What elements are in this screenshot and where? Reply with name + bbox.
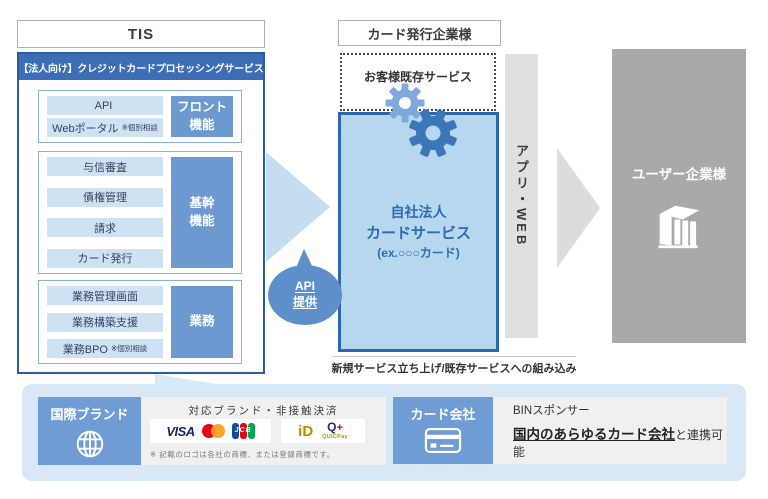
service-row-receivables: 債権管理 (47, 187, 163, 207)
api-provide-label: API 提供 (292, 279, 317, 309)
row-label: API (94, 99, 113, 112)
caption: 新規サービス立ち上げ/既存サービスへの組み込み (331, 363, 577, 375)
row-label: 請求 (94, 222, 116, 235)
row-note: ※個別相談 (121, 123, 158, 132)
bin-sponsor-detail: 国内のあらゆるカード会社と連携可能 (513, 426, 724, 459)
front-functions-group: API Webポータル ※個別相談 フロント 機能 (38, 90, 242, 143)
row-label: カード発行 (77, 253, 133, 266)
existing-service-box: お客様既存サービス (340, 53, 496, 111)
own-card-service-box: 自社法人 カードサービス (ex.○○○カード) (338, 112, 499, 352)
tis-service-box: 【法人向け】クレジットカードプロセッシングサービス API Webポータル ※個… (17, 52, 265, 374)
tis-service-header: 【法人向け】クレジットカードプロセッシングサービス (19, 54, 264, 80)
service-line: カードサービス (365, 225, 471, 242)
bin-panel: BINスポンサー 国内のあらゆるカード会社と連携可能 (493, 397, 727, 464)
id-logo: iD (298, 422, 314, 440)
core-functions-label: 基幹 機能 (171, 157, 233, 268)
user-company-box: ユーザー企業様 (612, 49, 746, 343)
jcb-logo: JCB (231, 423, 255, 439)
row-label: 業務管理画面 (72, 290, 138, 303)
user-company-title: ユーザー企業様 (631, 167, 727, 182)
building-icon (658, 205, 700, 249)
service-row-ops-build: 業務構築支援 (47, 312, 163, 332)
service-row-ops-bpo: 業務BPO ※個別相談 (47, 339, 163, 358)
bin-sponsor-label: BINスポンサー (513, 404, 590, 417)
visa-logo: VISA (166, 423, 195, 439)
service-row-web-portal: Webポータル ※個別相談 (47, 118, 163, 137)
service-row-api: API (47, 96, 163, 115)
row-label: 与信審査 (83, 161, 127, 174)
card-company-label: カード会社 (410, 407, 476, 422)
service-row-billing: 請求 (47, 218, 163, 238)
globe-icon (73, 427, 107, 464)
brands-title: 対応ブランド・非接触決済 (188, 405, 339, 417)
user-arrow (557, 148, 600, 268)
trademark-note: ※ 記載のロゴは各社の商標、または登録商標です。 (150, 450, 335, 459)
quicpay-logo: Q+ QUICPay (322, 420, 348, 441)
row-label: 債権管理 (83, 192, 127, 205)
issuer-title-box: カード発行企業様 (338, 20, 501, 46)
brands-panel: 対応ブランド・非接触決済 VISA JCB iD Q+ QUICPay ※ 記載… (141, 397, 386, 465)
front-functions-label: フロント 機能 (171, 96, 233, 137)
service-line: (ex.○○○カード) (377, 246, 460, 260)
row-label: 業務BPO (62, 343, 108, 356)
intl-brand-box: 国際ブランド (38, 397, 141, 465)
app-web-bar: アプリ・WEB (505, 54, 538, 338)
card-company-box: カード会社 (393, 397, 493, 464)
credit-card-icon (424, 427, 462, 457)
api-arrow (266, 152, 330, 262)
service-row-credit-check: 与信審査 (47, 157, 163, 176)
service-row-ops-admin: 業務管理画面 (47, 286, 163, 305)
tis-title-box: TIS (17, 20, 265, 48)
brand-logo-strip: VISA JCB (150, 419, 271, 443)
service-row-card-issuing: カード発行 (47, 248, 163, 268)
row-label: 業務構築支援 (72, 317, 138, 329)
core-functions-group: 与信審査 債権管理 請求 カード発行 基幹 機能 (38, 151, 242, 274)
contactless-logo-strip: iD Q+ QUICPay (281, 419, 365, 443)
operations-label: 業務 (171, 286, 233, 358)
row-label: Webポータル (52, 122, 119, 135)
mastercard-logo (201, 424, 225, 438)
row-note: ※個別相談 (110, 344, 148, 353)
operations-group: 業務管理画面 業務構築支援 業務BPO ※個別相談 業務 (38, 280, 242, 364)
service-line: 自社法人 (390, 204, 447, 220)
intl-brand-label: 国際ブランド (50, 407, 129, 422)
caption-rule (332, 356, 576, 357)
